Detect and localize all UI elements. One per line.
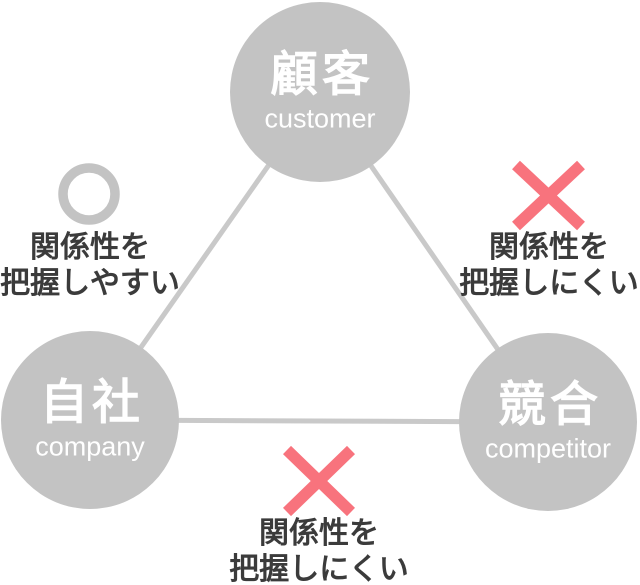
customer-node-circle [230, 2, 410, 182]
company-node-circle [1, 331, 179, 509]
ok-ring-icon [58, 163, 120, 225]
ng-cross-icon-right [512, 160, 585, 231]
competitor-node-circle [459, 333, 637, 511]
ng-cross-icon-bottom [282, 445, 356, 517]
